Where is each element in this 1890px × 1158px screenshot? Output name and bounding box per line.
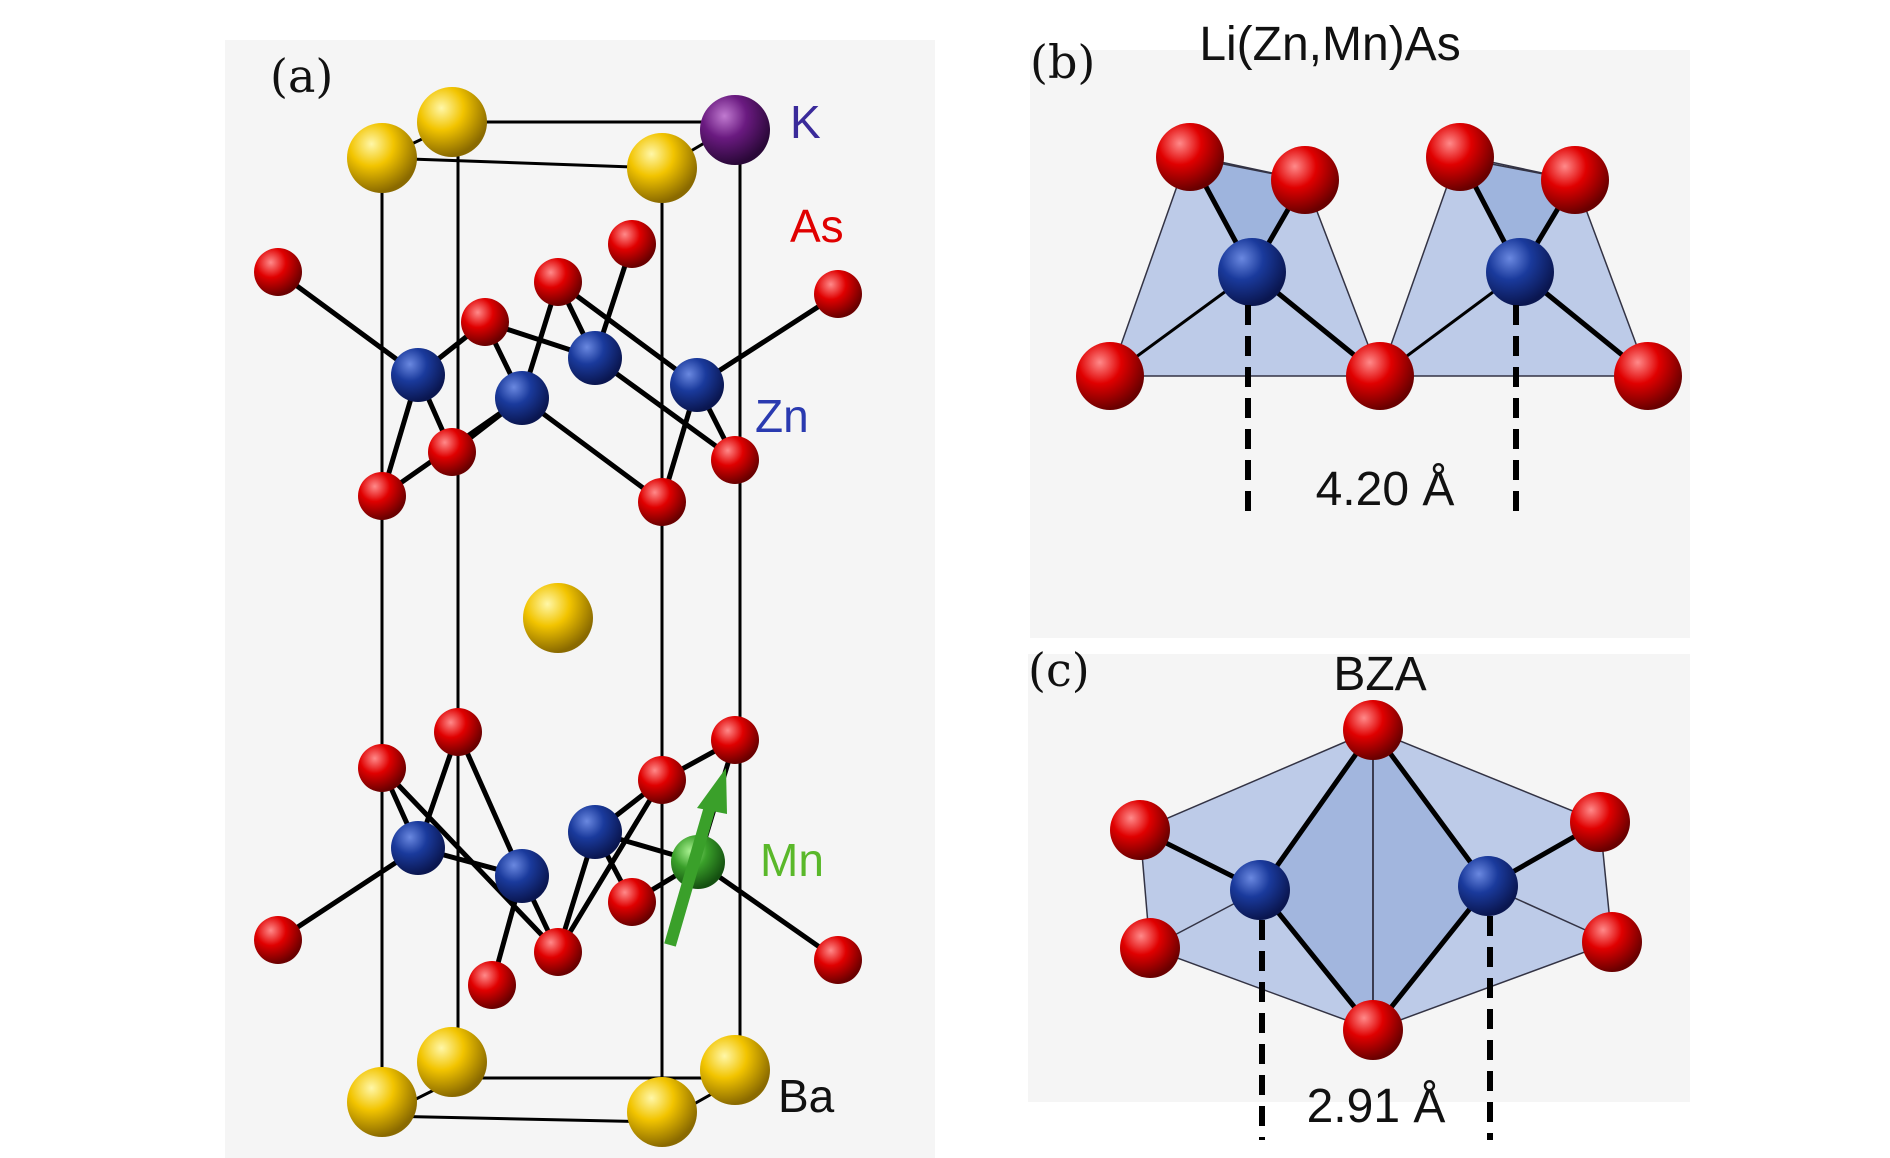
as-atom bbox=[434, 708, 482, 756]
panel-b-distance: 4.20 Å bbox=[1316, 463, 1455, 516]
as-atom bbox=[1570, 792, 1630, 852]
ba-atom-center bbox=[523, 583, 593, 653]
label-zn: Zn bbox=[755, 390, 809, 442]
distance-markers-b bbox=[1245, 305, 1519, 520]
ba-atom-top-back-left bbox=[417, 87, 487, 157]
as-atom bbox=[608, 220, 656, 268]
as-atom bbox=[1582, 912, 1642, 972]
zn-atom bbox=[670, 358, 724, 412]
zn-atom bbox=[568, 805, 622, 859]
zn-atom bbox=[495, 849, 549, 903]
as-atom bbox=[1614, 342, 1682, 410]
k-atom bbox=[700, 95, 770, 165]
as-atom bbox=[534, 258, 582, 306]
as-atom bbox=[814, 270, 862, 318]
panel-c-title: BZA bbox=[1333, 648, 1426, 701]
label-k: K bbox=[790, 96, 821, 148]
zn-atom bbox=[1230, 860, 1290, 920]
ba-atom-bottom-front-left bbox=[347, 1067, 417, 1137]
as-atom bbox=[1346, 342, 1414, 410]
as-atom bbox=[814, 936, 862, 984]
mn-spin-arrow bbox=[664, 768, 727, 947]
zn-atom bbox=[495, 371, 549, 425]
ba-atom-bottom-back-left bbox=[417, 1027, 487, 1097]
as-atom bbox=[461, 298, 509, 346]
as-atom bbox=[1076, 342, 1144, 410]
zn-atom bbox=[1218, 238, 1286, 306]
panel-b: (b) Li(Zn,Mn)As 4.20 Å bbox=[1030, 18, 1690, 638]
as-atom bbox=[1343, 1000, 1403, 1060]
as-atom bbox=[1271, 146, 1339, 214]
panel-c-distance: 2.91 Å bbox=[1307, 1080, 1446, 1133]
tetrahedra-c bbox=[1139, 727, 1613, 1033]
distance-markers-c bbox=[1259, 916, 1493, 1140]
zn-atom bbox=[391, 821, 445, 875]
as-atom bbox=[254, 248, 302, 296]
as-atom bbox=[468, 961, 516, 1009]
panel-a: (a) K As Zn Mn Ba bbox=[225, 40, 935, 1158]
ba-atom-top-front-left bbox=[347, 123, 417, 193]
as-atom bbox=[608, 878, 656, 926]
zn-atom bbox=[1486, 238, 1554, 306]
as-atom bbox=[638, 756, 686, 804]
panel-b-title: Li(Zn,Mn)As bbox=[1199, 18, 1460, 71]
as-atom bbox=[254, 916, 302, 964]
zn-atom bbox=[391, 348, 445, 402]
as-atom bbox=[1343, 700, 1403, 760]
zn-atom bbox=[568, 331, 622, 385]
zn-atom bbox=[1458, 856, 1518, 916]
label-as: As bbox=[790, 200, 844, 252]
as-atom bbox=[534, 928, 582, 976]
as-atom bbox=[711, 436, 759, 484]
as-atom bbox=[358, 744, 406, 792]
panel-b-tag: (b) bbox=[1030, 35, 1095, 89]
label-mn: Mn bbox=[760, 834, 824, 886]
as-atom bbox=[1156, 123, 1224, 191]
as-atom bbox=[638, 478, 686, 526]
as-atom bbox=[1110, 800, 1170, 860]
as-atom bbox=[428, 428, 476, 476]
panel-c-tag: (c) bbox=[1028, 643, 1090, 697]
bonds-c bbox=[1137, 727, 1603, 1033]
ba-atom-top-front-right bbox=[627, 133, 697, 203]
as-atom bbox=[1541, 146, 1609, 214]
as-atom bbox=[358, 472, 406, 520]
panel-a-tag: (a) bbox=[270, 49, 333, 103]
ba-atom-bottom-front-right bbox=[627, 1077, 697, 1147]
as-atom bbox=[1120, 918, 1180, 978]
ba-atom-bottom-back-right bbox=[700, 1035, 770, 1105]
label-ba: Ba bbox=[778, 1070, 835, 1122]
as-atom bbox=[711, 716, 759, 764]
as-atom bbox=[1426, 123, 1494, 191]
panel-c: (c) BZA 2.91 Å bbox=[1028, 643, 1690, 1140]
